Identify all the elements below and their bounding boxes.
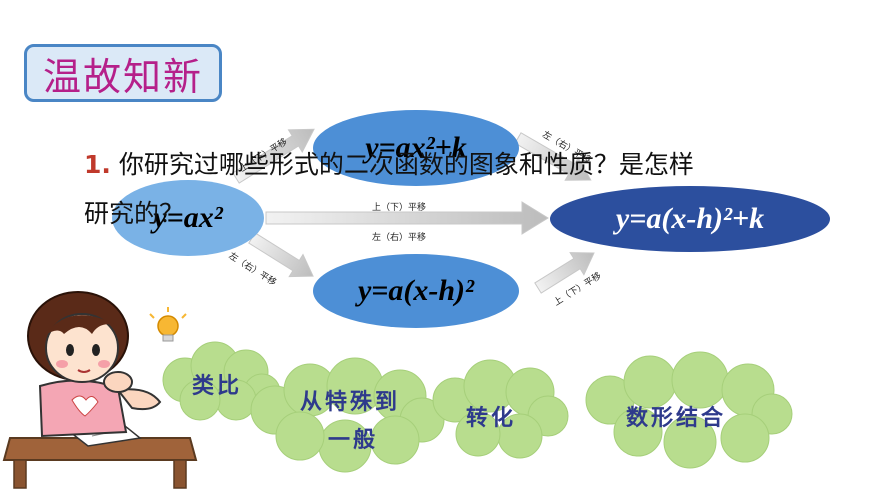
arrow-left-to-right — [265, 201, 549, 235]
question-line-2: 研究的？ — [84, 199, 185, 228]
arrow-left-to-bottom — [248, 232, 314, 278]
page-title: 温故知新 — [42, 54, 203, 99]
arrow-bottom-to-right — [534, 252, 595, 294]
formula-ellipse-left: y=ax² — [112, 180, 264, 256]
lightbulb-icon — [149, 307, 187, 342]
formula-right: y=a(x-h)²+k — [615, 202, 765, 235]
method-analogy: 类比 — [192, 373, 243, 399]
cloud-number-shape — [585, 351, 793, 469]
arrow-label-horizontal-upper: 上（下）平移 — [372, 203, 427, 213]
cloud-special-to-general — [250, 357, 445, 473]
method-special-line1: 从特殊到 — [300, 389, 401, 415]
method-transform: 转化 — [466, 405, 517, 431]
arrow-left-to-top — [232, 128, 315, 184]
method-number-shape: 数形结合 — [626, 405, 727, 431]
formula-ellipse-bottom: y=a(x-h)² — [313, 254, 519, 328]
arrow-top-to-right — [514, 132, 592, 181]
question-text-1: 你研究过哪些形式的二次函数的图象和性质？是怎样 — [118, 150, 694, 179]
cloud-transform — [432, 359, 569, 459]
formula-left: y=ax² — [153, 201, 223, 234]
formula-ellipse-right: y=a(x-h)²+k — [550, 186, 830, 252]
formula-ellipse-top: y=ax²+k — [313, 110, 519, 186]
arrow-label-horizontal-lower: 左（右）平移 — [372, 233, 427, 243]
formula-top: y=ax²+k — [365, 131, 467, 164]
question-number: 1. — [84, 150, 111, 179]
formula-bottom: y=a(x-h)² — [357, 274, 475, 307]
method-special-line2: 一般 — [328, 427, 379, 453]
title-tag: 温故知新 — [24, 44, 222, 102]
question-line-1: 1. 你研究过哪些形式的二次函数的图象和性质？是怎样 — [84, 145, 694, 181]
girl-illustration — [2, 291, 198, 489]
